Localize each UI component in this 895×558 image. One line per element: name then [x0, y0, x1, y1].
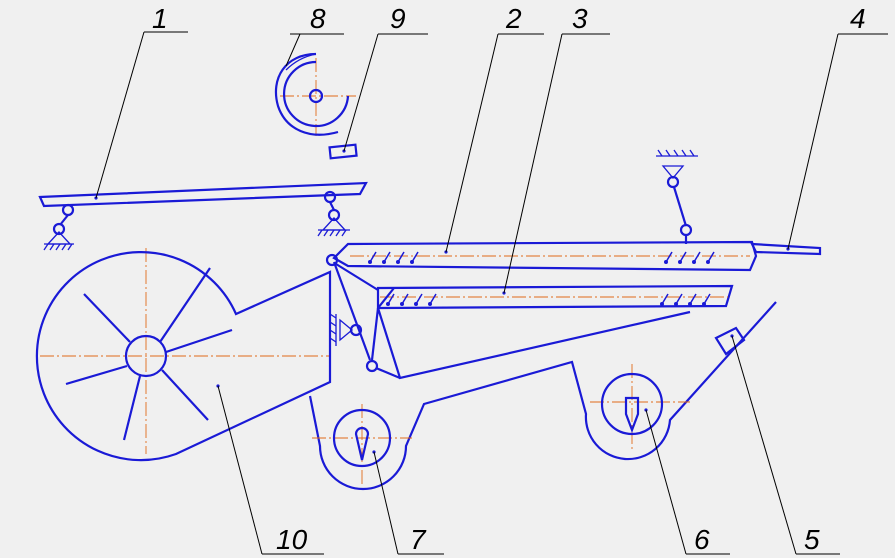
upper-sieve-tines-left: [368, 251, 419, 264]
label-1: 1: [152, 3, 168, 34]
lower-sieve-tines-left: [386, 293, 437, 306]
extension-flap-4: [750, 242, 822, 256]
label-2: 2: [505, 3, 522, 34]
label-5: 5: [804, 524, 820, 555]
auger-7: [312, 404, 412, 486]
main-fan-10: [35, 248, 332, 462]
label-3: 3: [572, 3, 588, 34]
label-9: 9: [390, 3, 406, 34]
label-6: 6: [694, 524, 710, 555]
lower-sieve-3: [329, 261, 734, 380]
upper-sieve-tines-right: [664, 251, 715, 264]
leader-lines: [95, 31, 888, 555]
label-10: 10: [276, 524, 308, 555]
bottom-pan: [308, 301, 777, 491]
small-fan-8: [274, 52, 356, 136]
upper-conveyor-1: [38, 181, 368, 251]
upper-sieve-2: [325, 149, 758, 272]
auger-6: [590, 364, 690, 450]
label-4: 4: [850, 3, 866, 34]
label-7: 7: [410, 524, 427, 555]
lower-sieve-tines-right: [660, 293, 711, 306]
label-8: 8: [310, 3, 326, 34]
fan-outlet-9: [328, 143, 358, 160]
